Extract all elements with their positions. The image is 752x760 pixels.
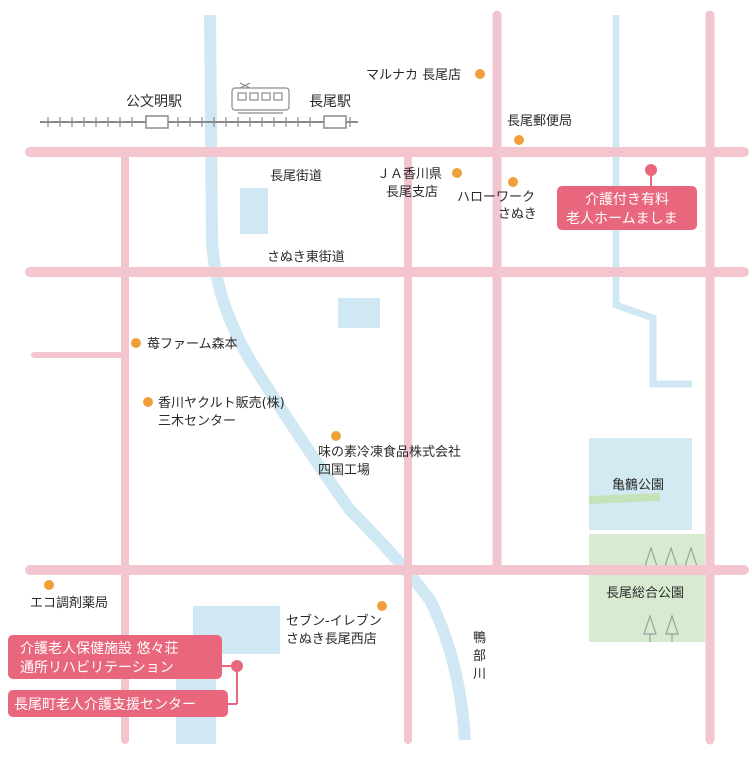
- kamezuru-park-area: [589, 438, 692, 530]
- poi-label: ＪＡ香川県: [377, 167, 442, 182]
- river-char: 鴨: [473, 631, 486, 646]
- poi-ajinomoto[interactable]: 味の素冷凍食品株式会社 四国工場: [318, 431, 461, 478]
- callout-nursing-home[interactable]: 介護付き有料 老人ホームましま: [557, 164, 697, 230]
- poi-dot: [514, 135, 524, 145]
- poi-dot: [377, 601, 387, 611]
- poi-label: さぬき: [498, 207, 537, 222]
- nagao-station-marker: [323, 115, 347, 129]
- poi-eco-pharmacy[interactable]: エコ調剤薬局: [30, 580, 108, 611]
- poi-dot: [508, 177, 518, 187]
- callout-support-center[interactable]: 長尾町老人介護支援センター: [8, 690, 228, 717]
- parks: [588, 438, 705, 642]
- nagao-sogo-park-label: 長尾総合公園: [606, 586, 684, 601]
- poi-seven-eleven[interactable]: セブン-イレブン さぬき長尾西店: [286, 601, 387, 647]
- poi-dot: [331, 431, 341, 441]
- location-pin: [231, 660, 243, 672]
- poi-label: 苺ファーム森本: [147, 337, 238, 352]
- callout-box: [8, 690, 228, 717]
- railway: 公文明駅 長尾駅: [40, 82, 358, 129]
- poi-label: 長尾郵便局: [507, 114, 572, 129]
- callout-box: [557, 186, 697, 230]
- poi-yakult[interactable]: 香川ヤクルト販売(株) 三木センター: [143, 395, 285, 429]
- poi-label: セブン-イレブン: [286, 613, 382, 629]
- callout-text: 長尾町老人介護支援センター: [14, 697, 196, 713]
- poi-label: さぬき長尾西店: [286, 632, 377, 647]
- poi-dot: [143, 397, 153, 407]
- poi-dot: [44, 580, 54, 590]
- rail-ties: [47, 117, 351, 127]
- poi-ichigo-farm[interactable]: 苺ファーム森本: [131, 337, 238, 352]
- poi-hellowork[interactable]: ハローワーク さぬき: [457, 177, 537, 222]
- poi-dot: [131, 338, 141, 348]
- callout-text: 介護付き有料: [585, 192, 669, 208]
- nagao-station-label: 長尾駅: [309, 94, 351, 110]
- river-char: 部: [473, 649, 486, 664]
- location-pin: [645, 164, 657, 176]
- poi-label: 味の素冷凍食品株式会社: [318, 444, 461, 460]
- poi-marunaka[interactable]: マルナカ 長尾店: [366, 68, 485, 83]
- poi-label: エコ調剤薬局: [30, 595, 108, 611]
- callout-box: [8, 635, 222, 679]
- pond-nw: [240, 188, 268, 234]
- nagao-kaido-label: 長尾街道: [270, 169, 322, 184]
- tree-icon: [643, 614, 657, 642]
- poi-label: 香川ヤクルト販売(株): [158, 395, 285, 411]
- callout-text: 老人ホームましま: [566, 211, 678, 227]
- poi-dot: [475, 69, 485, 79]
- kabe-river-label: 鴨 部 川: [473, 631, 486, 682]
- poi-post-office[interactable]: 長尾郵便局: [507, 114, 572, 145]
- poi-dot: [452, 168, 462, 178]
- poi-label: 長尾支店: [386, 185, 438, 200]
- train-icon: [231, 82, 290, 114]
- river-char: 川: [473, 667, 486, 682]
- kumon-station-marker: [145, 115, 169, 129]
- poi-label: マルナカ 長尾店: [366, 68, 461, 83]
- sanuki-higashi-kaido-label: さぬき東街道: [267, 249, 345, 265]
- callout-text: 介護老人保健施設 悠々荘: [20, 641, 178, 657]
- kabe-river: [204, 14, 471, 741]
- poi-label: ハローワーク: [457, 190, 535, 205]
- park-path: [588, 493, 661, 504]
- tree-icon: [665, 614, 679, 642]
- poi-label: 三木センター: [158, 414, 236, 429]
- callout-text: 通所リハビリテーション: [20, 660, 174, 676]
- callout-yuyuso[interactable]: 介護老人保健施設 悠々荘 通所リハビリテーション: [8, 635, 243, 705]
- poi-label: 四国工場: [318, 463, 370, 478]
- poi-ja[interactable]: ＪＡ香川県 長尾支店: [377, 167, 462, 200]
- kumon-station-label: 公文明駅: [126, 94, 182, 110]
- pond-center: [338, 298, 380, 328]
- kamezuru-park-label: 亀鶴公園: [612, 477, 664, 493]
